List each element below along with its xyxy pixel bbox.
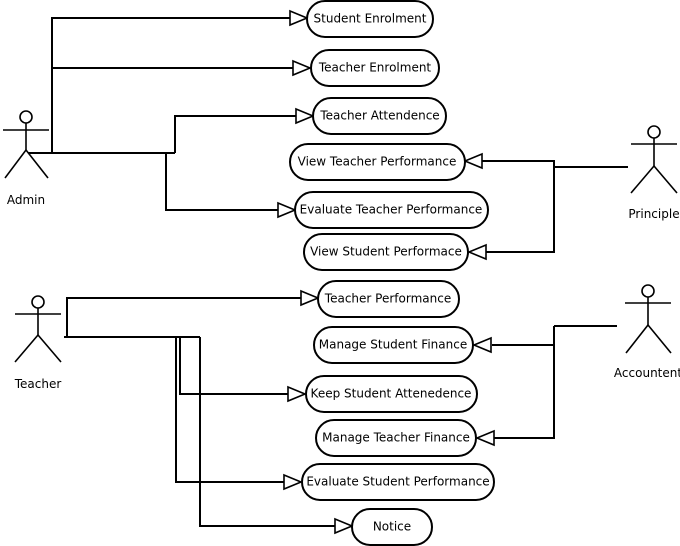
use-case-view-student-performace: View Student Performace	[303, 233, 469, 271]
stick-figure-icon	[630, 125, 678, 194]
use-case-notice: Notice	[351, 508, 433, 546]
arrowhead-teacher-attendence	[295, 107, 316, 125]
arrowhead-manage-student-finance	[471, 336, 492, 354]
arrowhead-student-enrolment	[289, 9, 310, 27]
use-case-label: Student Enrolment	[314, 12, 427, 26]
connector-teacher-notice	[199, 337, 336, 527]
arrowhead-teacher-performance	[300, 289, 321, 307]
use-case-student-enrolment: Student Enrolment	[306, 0, 434, 38]
use-case-keep-student-attenedence: Keep Student Attenedence	[305, 375, 478, 413]
use-case-label: Manage Teacher Finance	[322, 431, 470, 445]
actor-label: Accountent	[614, 366, 680, 380]
arrowhead-evaluate-teacher	[277, 201, 298, 219]
use-case-teacher-performance: Teacher Performance	[317, 280, 460, 318]
use-case-label: Notice	[373, 520, 411, 534]
connector-teacher-teacher-performance	[66, 297, 302, 337]
connector-principle-view-student	[486, 167, 555, 253]
use-case-label: View Teacher Performance	[298, 155, 457, 169]
actor-label: Teacher	[14, 377, 62, 391]
connector-admin-teacher-attendence	[174, 115, 296, 153]
connector-admin-evaluate-teacher	[165, 153, 278, 211]
arrowheads	[277, 9, 495, 535]
use-case-view-teacher-performance: View Teacher Performance	[289, 143, 466, 181]
use-case-teacher-enrolment: Teacher Enrolment	[310, 49, 440, 87]
use-case-label: Keep Student Attenedence	[311, 387, 472, 401]
arrowhead-evaluate-student	[283, 473, 304, 491]
arrowhead-manage-teacher-finance	[474, 429, 495, 447]
use-case-label: Teacher Enrolment	[318, 61, 432, 75]
arrowhead-teacher-enrolment	[292, 59, 313, 77]
actor-principle: Principle	[628, 125, 680, 221]
actor-label: Principle	[628, 207, 679, 221]
use-case-label: View Student Performace	[310, 245, 462, 259]
connector-admin-student-enrolment	[51, 17, 290, 152]
actor-accountent: Accountent	[614, 284, 680, 380]
use-case-label: Manage Student Finance	[319, 338, 467, 352]
connectors	[28, 17, 628, 527]
use-case-label: Evaluate Teacher Performance	[300, 203, 483, 217]
connector-accountent-teacher-finance	[494, 326, 555, 439]
arrowhead-keep-attendence	[287, 385, 308, 403]
use-case-label: Evaluate Student Performance	[306, 475, 489, 489]
use-case-manage-teacher-finance: Manage Teacher Finance	[315, 419, 477, 457]
stick-figure-icon	[3, 110, 49, 179]
connector-teacher-keep-attendence	[179, 337, 288, 395]
connector-teacher-evaluate-student	[175, 337, 284, 483]
actor-label: Admin	[7, 193, 45, 207]
stick-figure-icon	[625, 284, 672, 354]
connector-accountent-student-finance	[492, 326, 555, 346]
use-case-teacher-attendence: Teacher Attendence	[312, 97, 447, 135]
use-case-label: Teacher Performance	[324, 292, 451, 306]
connector-principle-view-teacher	[482, 160, 555, 167]
actor-teacher: Teacher	[14, 295, 62, 391]
stick-figure-icon	[14, 295, 62, 363]
use-case-evaluate-teacher-performance: Evaluate Teacher Performance	[294, 191, 489, 229]
arrowhead-view-student	[466, 243, 487, 261]
use-case-label: Teacher Attendence	[319, 109, 439, 123]
use-case-manage-student-finance: Manage Student Finance	[313, 326, 474, 364]
actor-admin: Admin	[3, 110, 49, 207]
use-case-evaluate-student-performance: Evaluate Student Performance	[301, 463, 495, 501]
arrowhead-notice	[334, 517, 355, 535]
arrowhead-view-teacher	[462, 152, 483, 170]
